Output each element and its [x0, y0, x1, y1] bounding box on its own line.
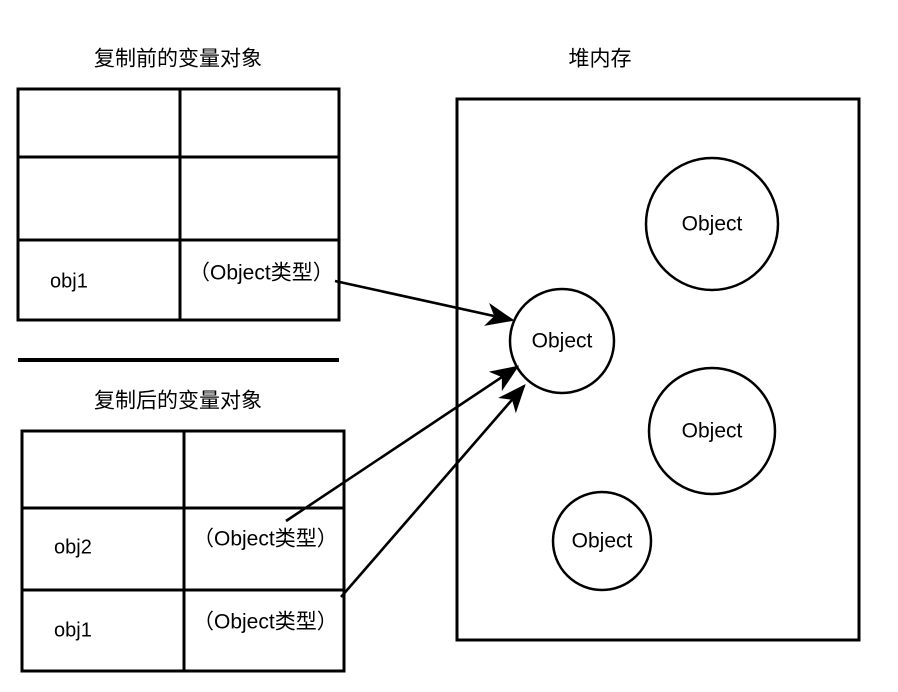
table-after-row2-name: obj2: [54, 536, 92, 558]
table-before-row3-name: obj1: [50, 270, 88, 292]
heap-memory-box: Object Object Object Object: [455, 97, 861, 642]
table-before-row3-value: （Object类型）: [189, 262, 334, 285]
heap-object-shared-label: Object: [532, 330, 593, 353]
table-after-row2-value: （Object类型）: [193, 528, 338, 551]
heap-caption: 堆内存: [569, 48, 632, 71]
table-before: obj1 （Object类型）: [16, 87, 341, 322]
heap-object-top-right-shape: [644, 156, 780, 292]
table-after-caption: 复制后的变量对象: [94, 390, 262, 413]
heap-object-middle-right: Object: [647, 366, 777, 496]
heap-object-shared-shape: [508, 287, 616, 395]
heap-object-middle-right-shape: [647, 366, 777, 496]
table-after: obj2 （Object类型） obj1 （Object类型）: [20, 429, 346, 673]
arrow-before-obj1: [334, 279, 515, 326]
heap-object-bottom-left: Object: [551, 490, 653, 592]
heap-object-bottom-left-shape: [551, 490, 653, 592]
heap-object-top-right: Object: [644, 156, 780, 292]
heap-object-top-right-label: Object: [682, 213, 743, 236]
heap-object-bottom-left-label: Object: [572, 530, 633, 553]
heap-object-middle-right-label: Object: [682, 420, 743, 443]
arrow-after-obj1: [340, 384, 526, 598]
arrow-after-obj2: [285, 365, 520, 523]
table-after-row3-value: （Object类型）: [193, 611, 338, 634]
heap-frame: [455, 97, 861, 642]
table-after-row3-name: obj1: [54, 619, 92, 641]
table-before-caption: 复制前的变量对象: [94, 48, 262, 71]
heap-object-shared: Object: [508, 287, 616, 395]
